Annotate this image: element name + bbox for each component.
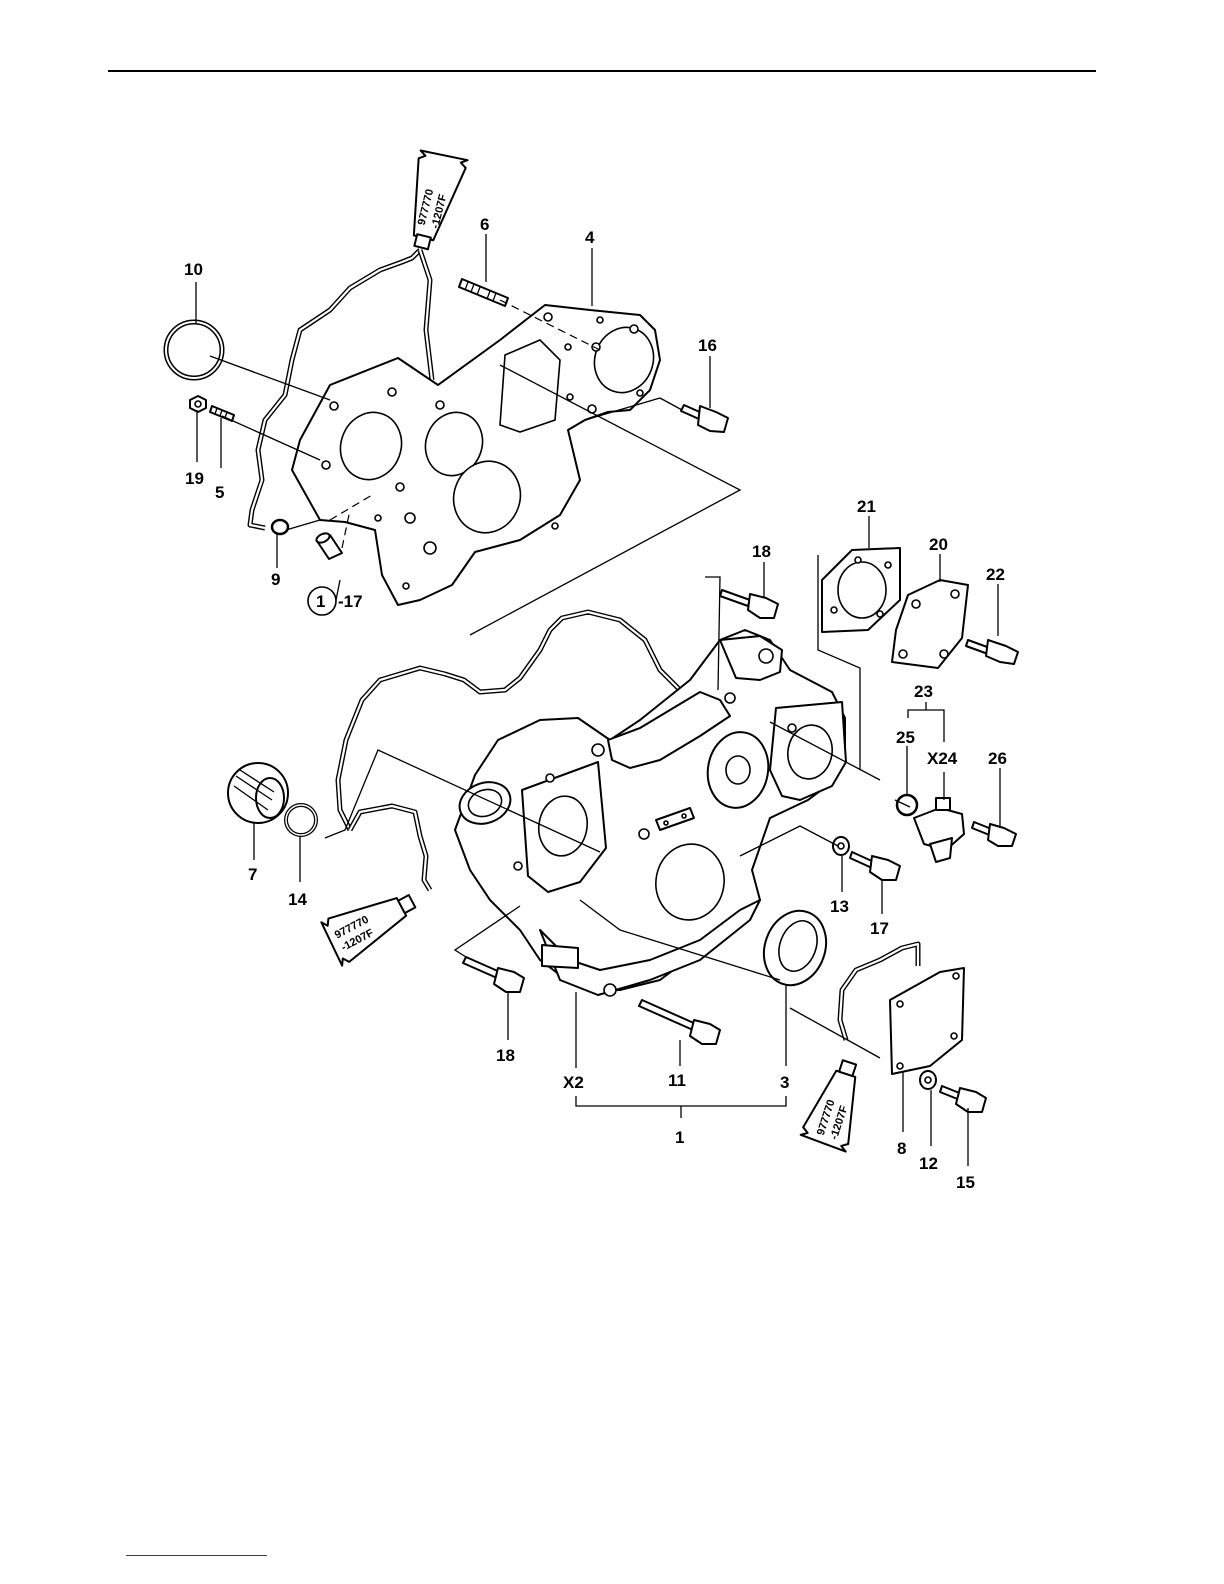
- o-ring-9: [272, 520, 288, 534]
- circled-reference: 1 -17: [308, 587, 363, 615]
- bolt-17: [850, 852, 900, 880]
- callout-20: 20: [929, 535, 948, 554]
- circled-ref-number: 1: [316, 592, 325, 611]
- bolt-15: [940, 1086, 986, 1112]
- sealant-tube-top: 977770 -1207F: [398, 149, 468, 254]
- callout-5: 5: [215, 483, 224, 502]
- callout-22: 22: [986, 565, 1005, 584]
- oil-filler-cap-7: [228, 763, 288, 823]
- o-ring-10: [166, 322, 222, 378]
- bolt-22: [966, 640, 1018, 664]
- callout-19: 19: [185, 469, 204, 488]
- callout-18-lower: 18: [496, 1046, 515, 1065]
- callout-18-upper: 18: [752, 542, 771, 561]
- cover-plate-20: [892, 580, 968, 668]
- callout-x24: X24: [927, 749, 958, 768]
- callout-15: 15: [956, 1173, 975, 1192]
- callout-26: 26: [988, 749, 1007, 768]
- callout-x2: X2: [563, 1073, 584, 1092]
- o-ring-14: [286, 805, 316, 835]
- footer-link-underline[interactable]: [126, 1555, 267, 1556]
- callout-7: 7: [248, 865, 257, 884]
- bolt-26: [972, 822, 1016, 846]
- cover-plate-8: [890, 968, 964, 1074]
- stud-5: [210, 406, 234, 421]
- callout-6: 6: [480, 215, 489, 234]
- callout-10: 10: [184, 260, 203, 279]
- bolt-11: [639, 1000, 720, 1044]
- bolt-18-lower: [463, 957, 524, 992]
- callout-25: 25: [896, 728, 915, 747]
- callout-11: 11: [668, 1071, 686, 1090]
- oil-seal-3: [754, 902, 836, 994]
- sensor-x24: [914, 798, 964, 862]
- washer-13: [833, 837, 849, 855]
- callout-9: 9: [271, 570, 280, 589]
- callout-13: 13: [830, 897, 849, 916]
- callout-14: 14: [288, 890, 307, 909]
- sealant-tube-bottom: 977770 -1207F: [800, 1055, 872, 1152]
- sealant-tube-left: 977770 -1207F: [320, 880, 424, 966]
- callout-4: 4: [585, 228, 595, 247]
- callout-17: 17: [870, 919, 889, 938]
- callout-1: 1: [675, 1128, 684, 1147]
- bolt-16: [681, 405, 728, 432]
- callout-21: 21: [857, 497, 876, 516]
- callout-16: 16: [698, 336, 717, 355]
- callout-12: 12: [919, 1154, 938, 1173]
- circled-ref-suffix: -17: [338, 592, 363, 611]
- stud-bolt-6: [459, 279, 508, 306]
- washer-12: [920, 1071, 936, 1089]
- bolt-18-upper: [720, 590, 778, 618]
- dowel-pin: [315, 531, 342, 559]
- nut-19: [190, 396, 206, 412]
- gasket-21: [822, 548, 900, 632]
- front-plate-4: [292, 305, 663, 605]
- callout-23: 23: [914, 682, 933, 701]
- callout-3: 3: [780, 1073, 789, 1092]
- callout-8: 8: [897, 1139, 906, 1158]
